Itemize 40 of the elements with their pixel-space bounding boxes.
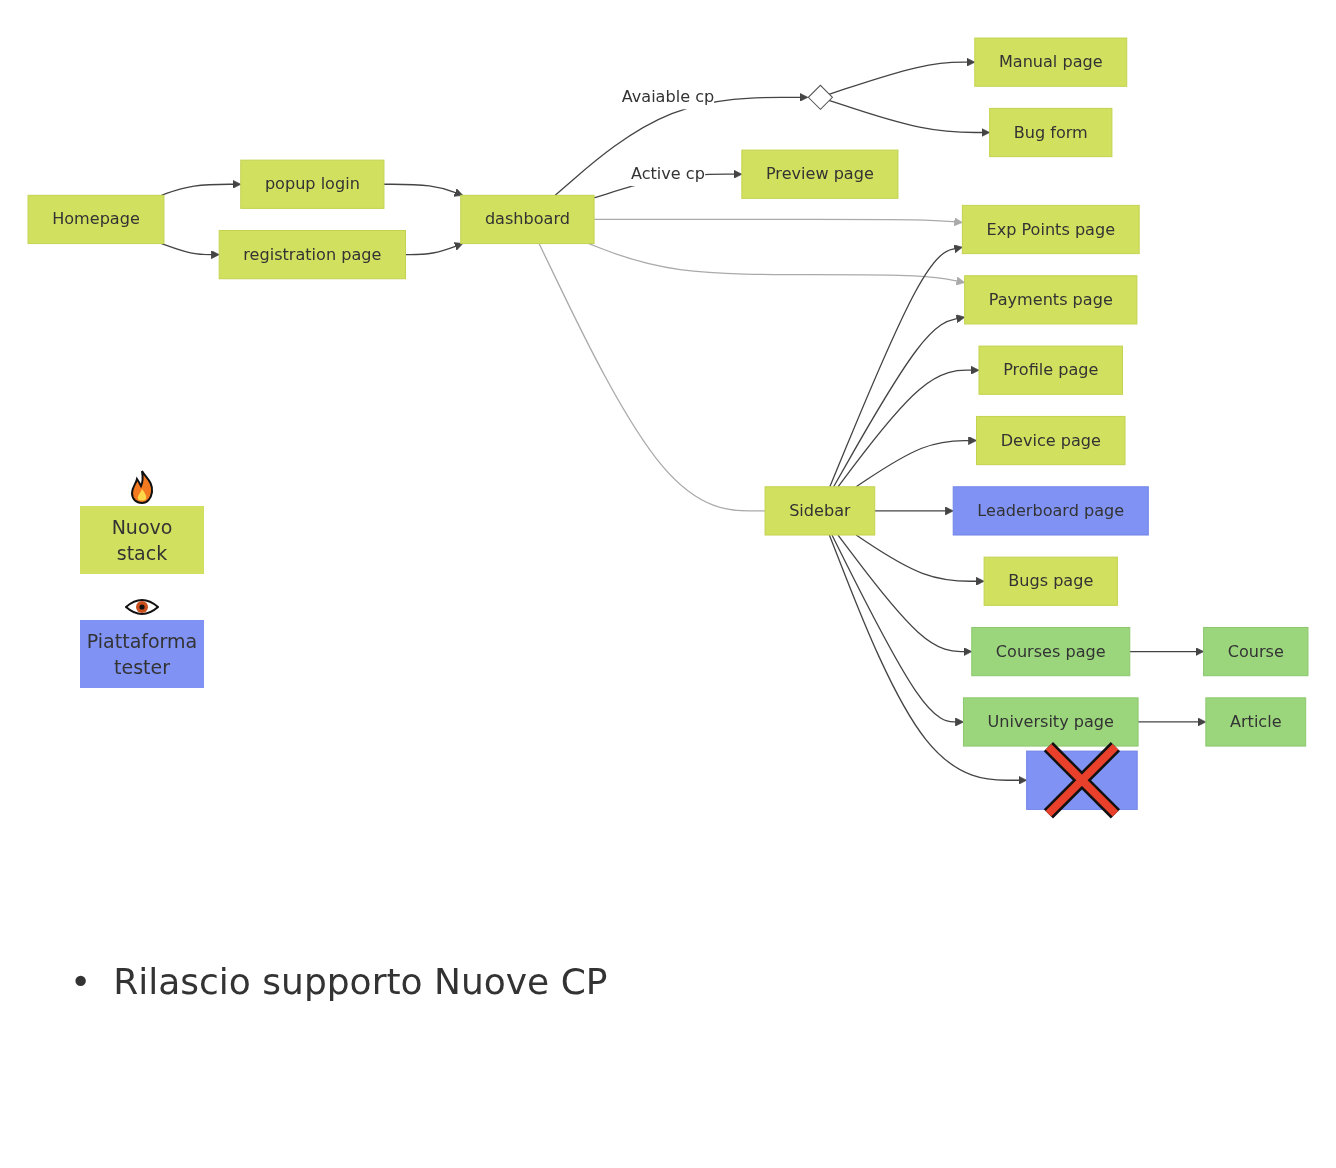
node-box: Exp Points page [961,204,1140,255]
bullet-note: Rilascio supporto Nuove CP [113,960,608,1004]
bullet-marker: • [70,960,92,1004]
node-box: dashboard [460,194,595,245]
node-box: Courses page [971,626,1131,677]
edge-label: Active cp [631,164,705,184]
node-box: University page [962,697,1139,747]
arrow [1129,647,1204,656]
arrow [828,99,990,137]
node-box: Homepage [27,194,165,245]
node-box: Bug form [989,107,1113,158]
arrow [855,534,985,586]
connector [538,242,766,512]
node-box: popup login [240,159,385,209]
node-diamond [807,84,834,111]
legend-label: Nuovo stack [111,516,173,564]
arrow [554,92,809,196]
node-box: Article [1205,697,1307,747]
node-box: Device page [976,415,1126,466]
node-box: Course [1203,626,1309,677]
node-box: Manual page [974,37,1128,87]
node-box [1026,750,1138,810]
node-box: Profile page [978,345,1124,395]
node-box: Leaderboard page [952,486,1149,536]
legend-label: Piattaforma tester [86,630,198,678]
node-box: Preview page [741,149,899,199]
arrow [837,365,980,488]
arrow [855,436,977,488]
node-box: Sidebar [764,486,876,536]
arrow [832,314,965,488]
node-box: Payments page [964,275,1138,325]
node-box: registration page [218,230,406,280]
arrow [383,183,464,197]
arrow [588,242,965,286]
node-box: Bugs page [983,556,1118,606]
arrow [831,534,964,727]
edge-label: Avaiable cp [621,87,715,107]
arrow [874,506,954,516]
arrow [829,244,963,488]
arrow [160,242,220,260]
